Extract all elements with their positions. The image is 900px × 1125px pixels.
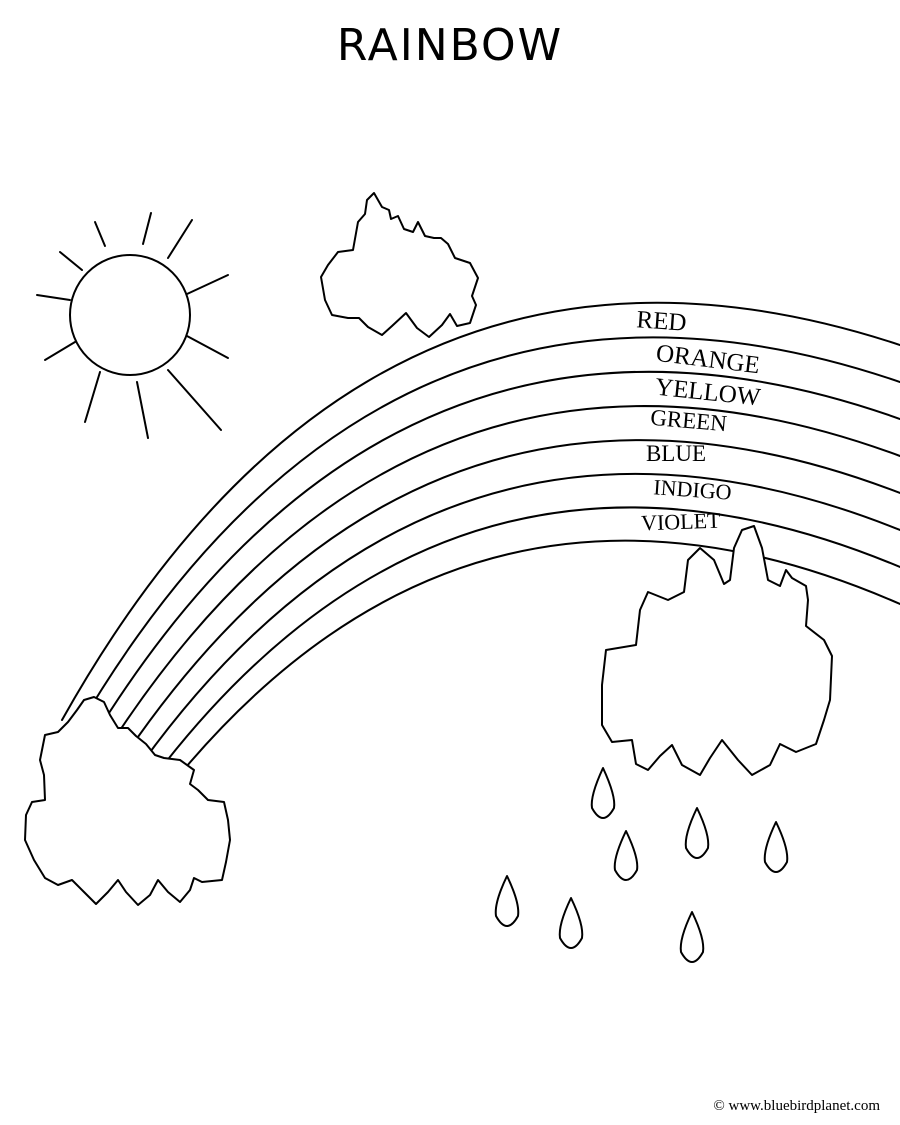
raindrops <box>494 767 789 963</box>
page-title: RAINBOW <box>336 20 564 71</box>
storm-cloud-icon <box>601 525 833 776</box>
rainbow-arcs <box>61 301 900 791</box>
band-label-orange: ORANGE <box>655 340 762 379</box>
band-label-blue: BLUE <box>646 441 706 466</box>
copyright-credit: © www.bluebirdplanet.com <box>713 1098 880 1114</box>
band-label-green: GREEN <box>649 405 728 437</box>
raindrop-icon <box>613 830 639 881</box>
raindrop-icon <box>558 897 584 949</box>
sun-icon <box>36 212 229 439</box>
band-label-violet: VIOLET <box>641 508 722 536</box>
raindrop-icon <box>684 807 710 859</box>
small-cloud-icon <box>320 192 479 338</box>
left-cloud-icon <box>24 696 231 906</box>
raindrop-icon <box>590 767 616 819</box>
raindrop-icon <box>679 911 705 963</box>
band-label-red: RED <box>636 306 688 336</box>
band-label-indigo: INDIGO <box>653 474 733 504</box>
raindrop-icon <box>494 875 520 927</box>
raindrop-icon <box>763 821 789 873</box>
